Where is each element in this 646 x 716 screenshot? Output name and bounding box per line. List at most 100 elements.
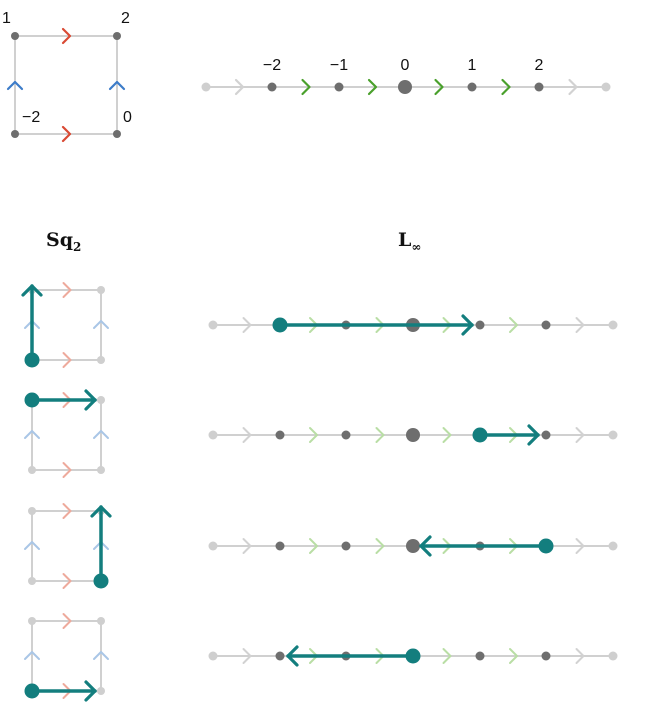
faint-arrow: [442, 648, 452, 664]
faint-arrow: [575, 317, 585, 333]
faint-arrow: [575, 427, 585, 443]
mini-line: [208, 427, 618, 443]
teal-start-dot: [24, 392, 40, 408]
mini-line: [208, 538, 618, 554]
faint-arrow: [375, 538, 385, 554]
faint-end-dot: [201, 82, 211, 92]
faint-end-dot: [601, 82, 611, 92]
green-arrow: [367, 78, 378, 96]
faint-arrow: [242, 427, 252, 443]
faint-end-dot: [208, 651, 218, 661]
path-row: [24, 389, 618, 478]
label-bottom-left: −2: [22, 109, 40, 126]
vertex-dot: [534, 82, 544, 92]
faint-blue-arrow: [24, 541, 40, 550]
line-title: L∞: [398, 229, 421, 254]
path-rows: [21, 282, 618, 702]
vertex-dot: [541, 320, 551, 330]
vertex-dot: [541, 651, 551, 661]
path-row: [24, 613, 618, 702]
teal-arrowhead: [90, 505, 112, 518]
line-label-1: 1: [468, 57, 477, 74]
faint-vertex-dot: [97, 396, 105, 404]
vertex-dot: [275, 651, 285, 661]
blue-arrow-right: [108, 80, 126, 91]
vertex-dot: [11, 130, 19, 138]
faint-arrow: [575, 648, 585, 664]
teal-arrowhead: [84, 389, 97, 411]
faint-arrow: [242, 538, 252, 554]
square-title-subscript: 2: [73, 240, 81, 254]
faint-vertex-dot: [28, 617, 36, 625]
faint-arrow: [509, 648, 518, 664]
faint-red-arrow: [62, 282, 72, 298]
line-label-2: 2: [535, 57, 544, 74]
faint-vertex-dot: [97, 356, 105, 364]
teal-arrowhead: [286, 645, 299, 667]
vertex-dot: [475, 651, 485, 661]
faint-vertex-dot: [28, 577, 36, 585]
green-arrow: [434, 78, 444, 96]
label-top-left: 1: [2, 10, 11, 27]
vertex-dot: [275, 430, 285, 440]
teal-arrowhead: [419, 535, 432, 557]
vertex-dot: [467, 82, 477, 92]
faint-red-arrow: [62, 352, 72, 368]
label-bottom-right: 0: [123, 109, 132, 126]
vertex-dot: [113, 32, 121, 40]
vertex-dot: [275, 541, 285, 551]
top-square-diagram: [6, 27, 126, 143]
faint-arrow: [575, 538, 585, 554]
path-row: [24, 503, 618, 589]
faint-vertex-dot: [97, 286, 105, 294]
faint-blue-arrow: [24, 651, 40, 660]
faint-vertex-dot: [28, 507, 36, 515]
faint-end-dot: [208, 320, 218, 330]
origin-dot: [398, 80, 412, 94]
vertex-dot: [475, 320, 485, 330]
faint-vertex-dot: [97, 617, 105, 625]
origin-dot: [406, 539, 420, 553]
faint-red-arrow: [62, 462, 72, 478]
vertex-dot: [341, 430, 351, 440]
faint-arrow: [242, 648, 252, 664]
red-arrow-bottom: [61, 125, 72, 143]
green-arrow: [301, 78, 311, 96]
teal-start-dot: [24, 352, 40, 368]
label-top-right: 2: [121, 10, 130, 27]
faint-vertex-dot: [28, 466, 36, 474]
faint-vertex-dot: [97, 687, 105, 695]
teal-start-dot: [538, 538, 554, 554]
faint-end-dot: [608, 320, 618, 330]
red-arrow-top: [61, 27, 72, 45]
teal-arrowhead: [21, 284, 43, 297]
vertex-dot: [267, 82, 277, 92]
vertex-dot: [541, 430, 551, 440]
teal-start-dot: [24, 683, 40, 699]
faint-arrow: [568, 78, 578, 96]
faint-end-dot: [608, 430, 618, 440]
faint-arrow: [375, 427, 385, 443]
teal-arrowhead: [527, 424, 540, 446]
faint-end-dot: [208, 541, 218, 551]
faint-end-dot: [608, 651, 618, 661]
faint-blue-arrow: [93, 651, 109, 660]
faint-red-arrow: [62, 503, 72, 519]
teal-start-dot: [472, 427, 488, 443]
mini-square: [24, 282, 109, 368]
faint-end-dot: [208, 430, 218, 440]
square-title: Sq2: [46, 229, 81, 254]
line-label-minus-2: −2: [263, 57, 281, 74]
teal-start-dot: [405, 648, 421, 664]
mini-square: [24, 613, 109, 699]
teal-start-dot: [93, 573, 109, 589]
vertex-dot: [334, 82, 344, 92]
faint-blue-arrow: [93, 430, 109, 439]
vertex-dot: [113, 130, 121, 138]
faint-arrow: [309, 538, 318, 554]
line-label-minus-1: −1: [330, 57, 348, 74]
faint-vertex-dot: [97, 466, 105, 474]
faint-red-arrow: [62, 573, 72, 589]
faint-arrow: [309, 427, 318, 443]
